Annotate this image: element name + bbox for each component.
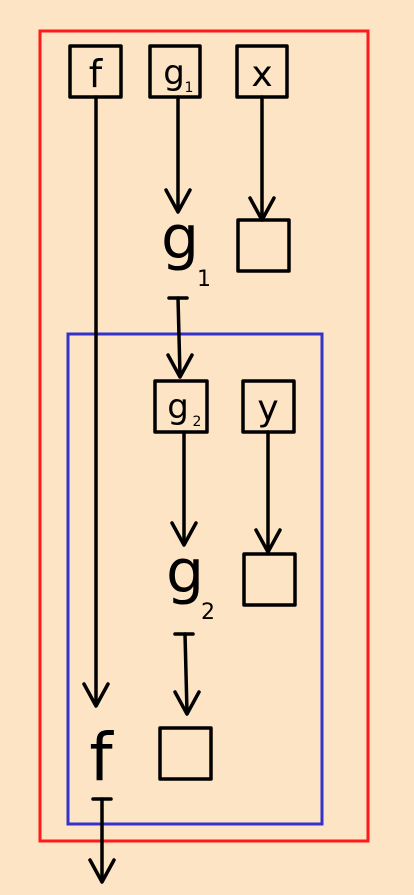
g2-applied-label: g [166,537,204,607]
g2-applied-subscript: 2 [201,600,215,625]
x-result-box [236,218,291,273]
g1-input-box [148,44,202,99]
g2-mapsto-arrowhead [173,690,201,716]
y-input-label: y [257,388,278,429]
g1-applied-subscript: 1 [197,267,211,292]
g1-mapsto-wire [176,296,182,377]
y-wire-arrowhead [254,528,282,554]
g1-input-subscript: 1 [185,80,194,96]
f-input-label: f [89,52,104,96]
g2-wire-arrowhead [170,521,198,547]
y-result-box [242,552,297,607]
g2-result-box [158,726,213,781]
g1-wire-arrowhead [164,188,192,214]
f-wire-arrowhead [82,682,110,708]
g2-input-subscript: 2 [193,414,202,430]
x-input-label: x [251,54,272,95]
inner-frame [66,332,324,826]
outer-frame [38,29,370,843]
g1-mapsto-arrowhead [166,353,194,379]
f-mapsto-arrowhead [88,858,116,884]
g1-applied-label: g [161,203,199,273]
g2-input-box [153,379,209,434]
g1-input-label: g [163,53,185,93]
g2-input-label: g [167,387,189,427]
f-applied-label: f [89,719,114,796]
g2-mapsto-wire [183,632,189,714]
